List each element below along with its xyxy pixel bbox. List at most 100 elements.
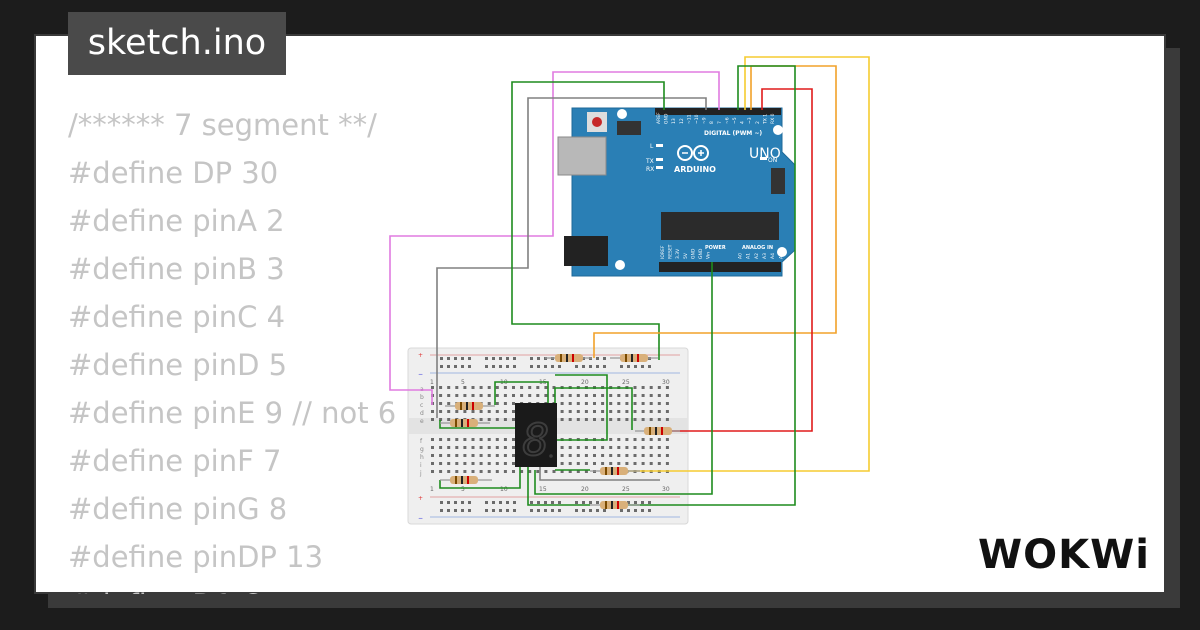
breadboard-hole (512, 410, 515, 413)
breadboard-hole (487, 410, 491, 413)
power-analog-header (659, 262, 781, 272)
usb-port (557, 136, 607, 176)
breadboard-hole (447, 386, 451, 389)
col-number: 10 (500, 486, 508, 493)
breadboard-hole (487, 454, 491, 457)
wire-yellow[interactable] (620, 56, 870, 472)
wires[interactable] (389, 56, 870, 506)
decimal-point (549, 454, 553, 458)
wire-green-right[interactable] (620, 65, 796, 506)
breadboard-hole (439, 446, 443, 449)
wire-red[interactable] (660, 88, 813, 432)
breadboard-hole (641, 446, 645, 449)
breadboard-hole (576, 410, 580, 413)
resistor[interactable] (590, 501, 640, 509)
resistor[interactable] (545, 354, 592, 362)
breadboard-hole (439, 394, 443, 397)
breadboard-hole (560, 470, 564, 473)
wire-green-bb-3[interactable] (554, 387, 633, 430)
breadboard-hole (552, 470, 556, 473)
rail-hole (530, 501, 533, 504)
wire-green-top[interactable] (511, 81, 665, 360)
resistors[interactable] (440, 354, 680, 509)
header-pin-label: ~11 (686, 114, 692, 124)
breadboard-hole (633, 394, 637, 397)
breadboard-hole (439, 386, 443, 389)
breadboard-hole (503, 402, 507, 405)
mounting-hole (777, 247, 787, 257)
breadboard-hole (617, 410, 621, 413)
breadboard-hole (657, 446, 661, 449)
wire-green-bb-6[interactable] (527, 462, 590, 506)
breadboard-hole (544, 394, 548, 397)
breadboard-hole (520, 394, 524, 397)
breadboard-hole (495, 402, 499, 405)
breadboard-hole (471, 446, 475, 449)
resistor[interactable] (610, 354, 658, 362)
rail-hole (485, 509, 488, 512)
tx-label: TX (645, 158, 654, 165)
code-line: #define pinB 3 (68, 252, 285, 286)
breadboard-hole (447, 410, 451, 413)
breadboard-hole (455, 446, 459, 449)
breadboard-hole (495, 438, 499, 441)
header-pin-label: TX 1 (762, 114, 768, 125)
rail-hole (513, 357, 516, 360)
breadboard-hole (609, 418, 613, 421)
breadboard-hole (503, 394, 507, 397)
code-line: #define pinF 7 (68, 444, 282, 478)
header-pin-label: 13 (671, 118, 677, 124)
wire-orange[interactable] (593, 65, 837, 358)
arduino-uno-board[interactable]: DIGITAL (PWM ~) TX RX L ON UNO ARDUINO P… (557, 107, 796, 277)
header-pin-label: 4 (740, 121, 746, 124)
wire-gray[interactable] (436, 97, 707, 418)
rail-hole (603, 509, 606, 512)
rail-hole (551, 365, 554, 368)
breadboard-hole (503, 454, 507, 457)
seven-segment-display[interactable]: 8 (515, 403, 557, 467)
digital-header (655, 108, 781, 115)
breadboard-hole (447, 446, 451, 449)
power-label: POWER (705, 245, 726, 251)
breadboard-hole (665, 418, 669, 421)
wire-pink[interactable] (389, 71, 720, 405)
rail-hole (447, 501, 450, 504)
breadboard-hole (576, 454, 580, 457)
breadboard-hole (552, 386, 556, 389)
wire-green-power[interactable] (534, 262, 713, 495)
rail-hole (468, 501, 471, 504)
rail-hole (627, 365, 630, 368)
title-tag[interactable]: sketch.ino (68, 12, 286, 75)
breadboard-hole (447, 394, 451, 397)
breadboard-hole (479, 418, 483, 421)
col-number: 5 (461, 379, 465, 386)
resistor[interactable] (440, 419, 490, 427)
wire-green-bb-4[interactable] (548, 374, 608, 441)
resistor[interactable] (635, 427, 680, 435)
breadboard-hole (601, 418, 605, 421)
breadboard-hole (625, 418, 629, 421)
wokwi-logo[interactable]: WOKWi (978, 528, 1150, 578)
breadboard-hole (625, 410, 629, 413)
mounting-hole (617, 109, 627, 119)
header-pin-label: A4 (770, 253, 776, 259)
wire-gray-bb[interactable] (539, 462, 660, 481)
rail-hole (447, 509, 450, 512)
row-letter: g (420, 446, 424, 453)
wire-green-bb-1[interactable] (494, 381, 549, 405)
breadboard-hole (633, 446, 637, 449)
breadboard-hole (439, 438, 443, 441)
rail-plus-label: + (418, 352, 423, 359)
resistor[interactable] (445, 402, 495, 410)
rail-hole (506, 365, 509, 368)
reset-button[interactable] (592, 117, 602, 127)
resistor[interactable] (440, 476, 492, 484)
rail-hole (447, 357, 450, 360)
rail-hole (499, 357, 502, 360)
breadboard-hole (544, 386, 548, 389)
rail-hole (468, 509, 471, 512)
resistor[interactable] (590, 467, 640, 475)
wire-green-bb-5[interactable] (439, 462, 521, 489)
breadboard-hole (495, 410, 499, 413)
